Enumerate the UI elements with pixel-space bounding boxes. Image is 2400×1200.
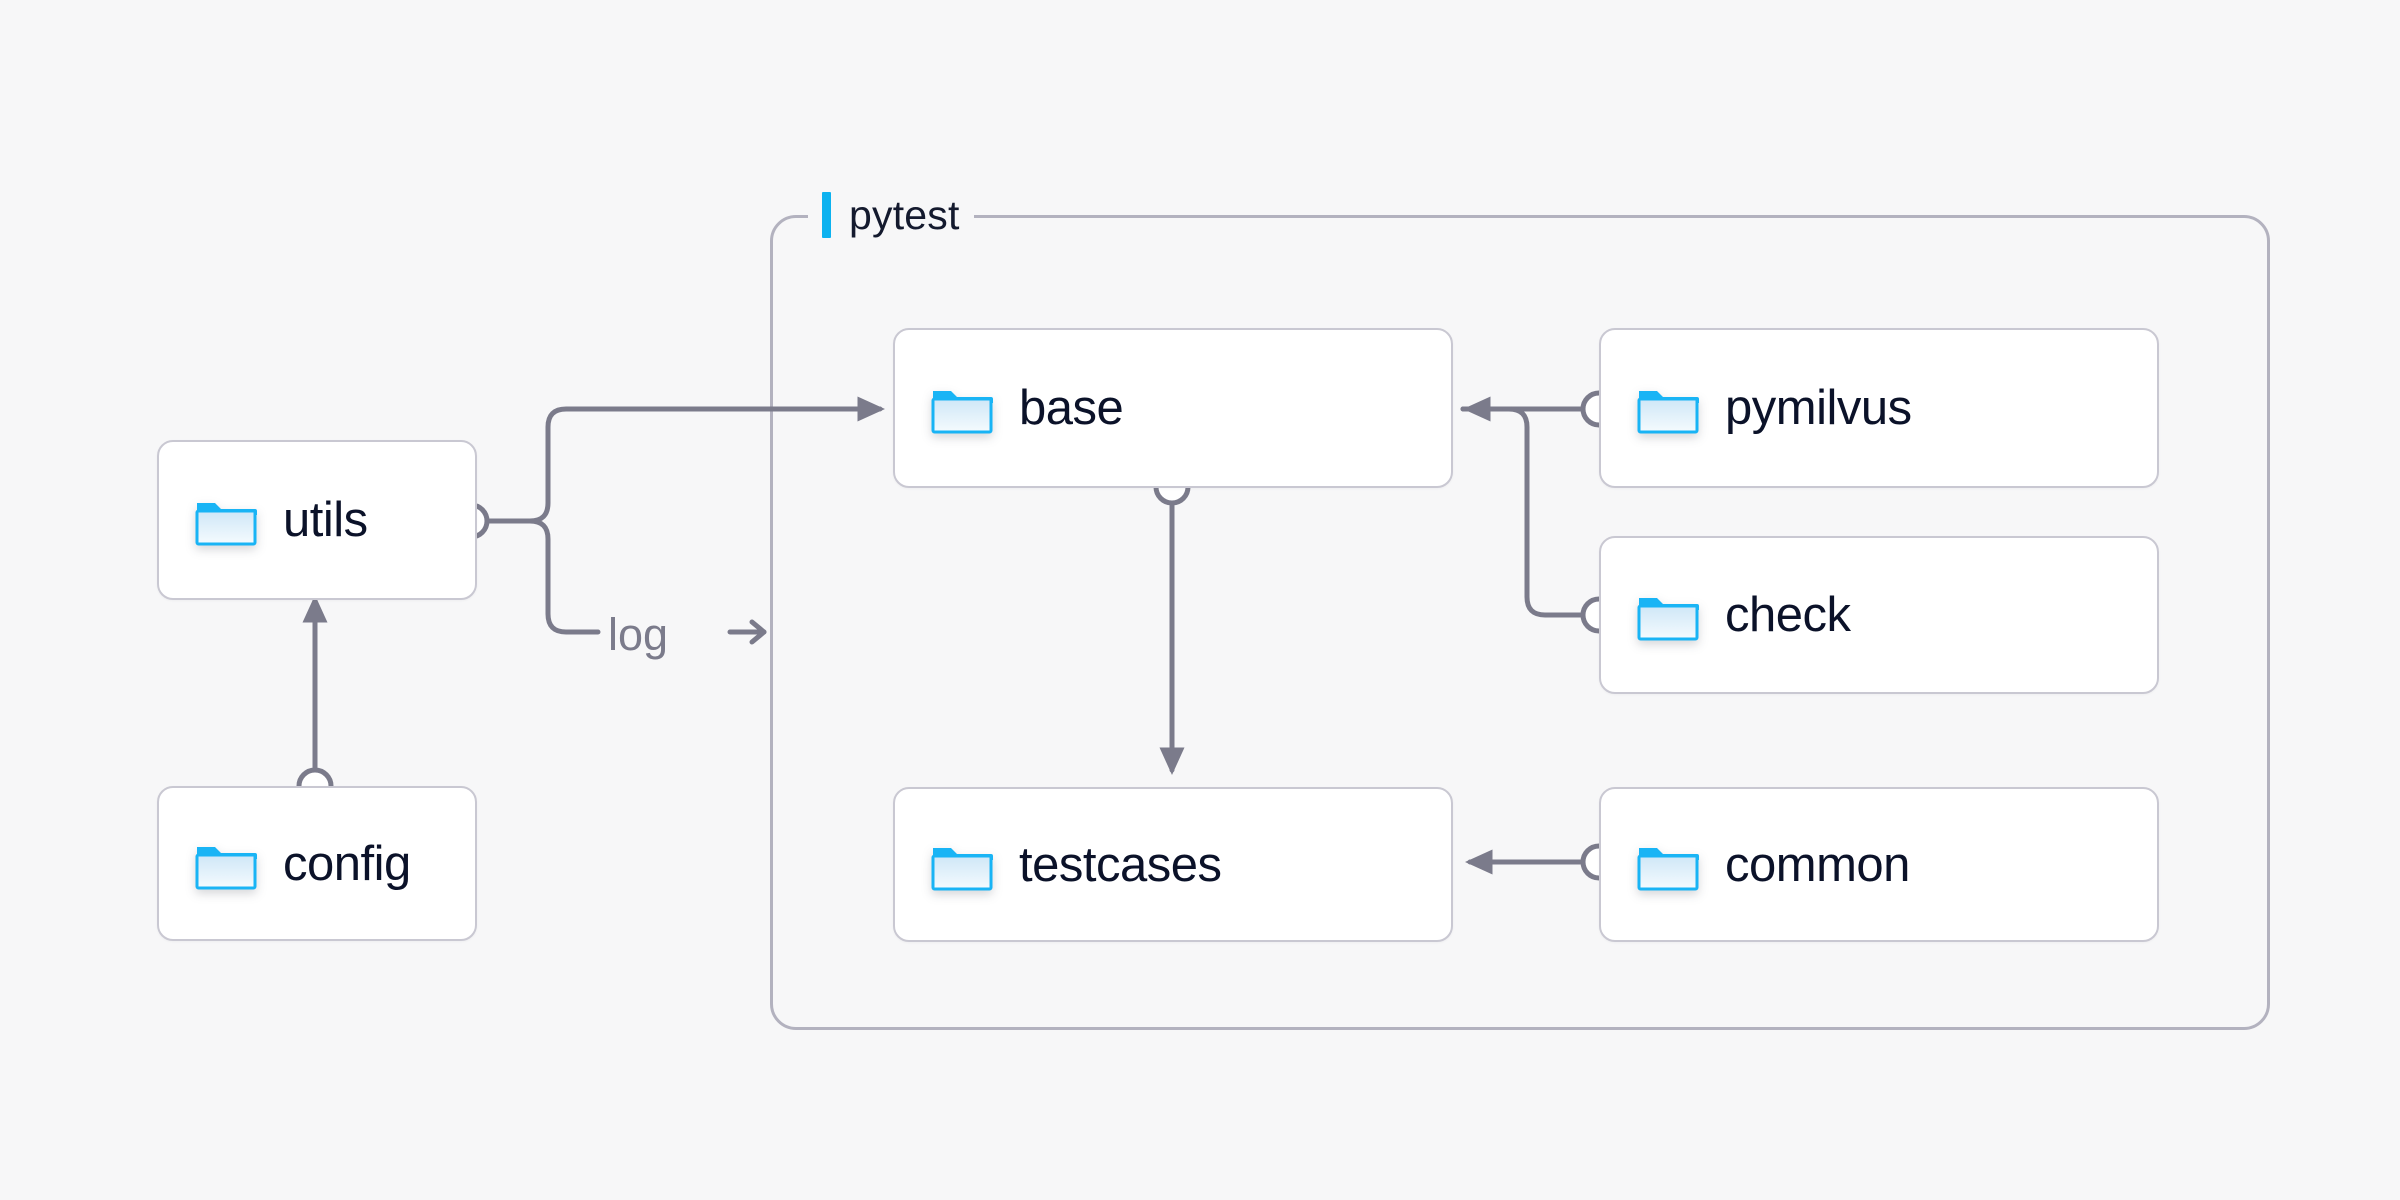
- folder-icon: [1637, 391, 1699, 434]
- group-container-pytest[interactable]: [770, 215, 2270, 1030]
- node-utils[interactable]: utils: [157, 440, 477, 600]
- edge-utils-to-pytest-log: log: [484, 518, 767, 660]
- node-common[interactable]: common: [1599, 787, 2159, 942]
- node-check[interactable]: check: [1599, 536, 2159, 694]
- edge-config-to-utils: [296, 595, 334, 805]
- node-label: check: [1725, 588, 1851, 642]
- node-testcases[interactable]: testcases: [893, 787, 1453, 942]
- node-label: base: [1019, 381, 1124, 435]
- group-label-pytest: pytest: [808, 185, 974, 245]
- node-base[interactable]: base: [893, 328, 1453, 488]
- folder-icon: [931, 391, 993, 434]
- node-label: common: [1725, 837, 1910, 892]
- folder-icon: [195, 503, 257, 546]
- folder-icon: [1637, 847, 1699, 890]
- node-label: utils: [283, 493, 368, 547]
- folder-icon: [195, 846, 257, 889]
- node-pymilvus[interactable]: pymilvus: [1599, 328, 2159, 488]
- edge-label-log: log: [608, 609, 668, 660]
- group-title: pytest: [849, 191, 960, 238]
- node-label: config: [283, 836, 411, 891]
- node-label: testcases: [1019, 837, 1222, 892]
- node-label: pymilvus: [1725, 381, 1912, 435]
- node-config[interactable]: config: [157, 786, 477, 941]
- folder-icon: [931, 847, 993, 890]
- folder-icon: [1637, 598, 1699, 641]
- accent-bar-icon: [822, 192, 831, 238]
